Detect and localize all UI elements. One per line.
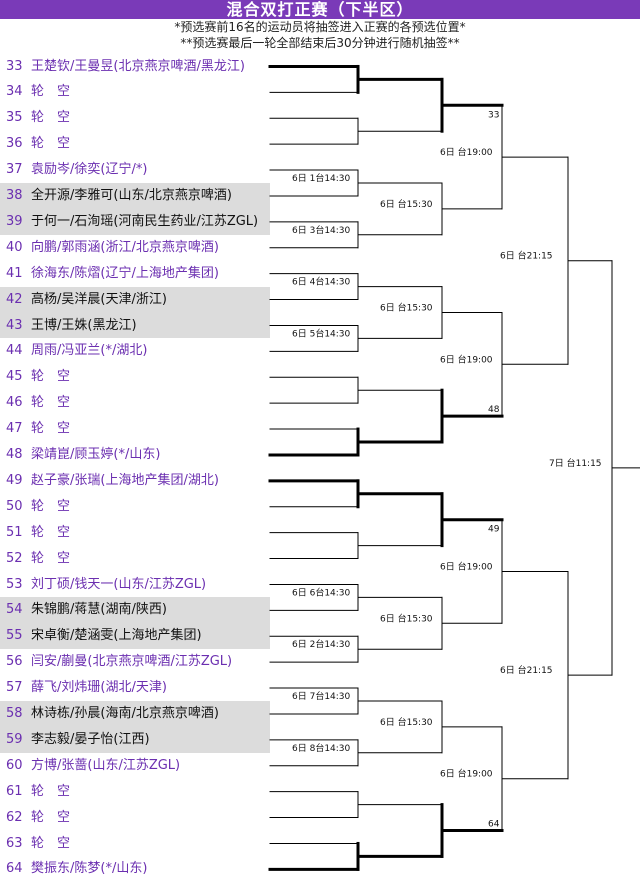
entry-number: 49 [6,472,23,488]
r3-match-time: 6日 台19:00 [440,353,493,365]
entry-number: 58 [6,706,23,721]
r3-match-time: 6日 台19:00 [440,146,493,158]
entry-number: 60 [6,757,23,773]
entry-number: 43 [6,317,23,333]
entry-name: 袁励岑/徐奕(辽宁/*) [31,162,148,178]
shaded-pair [0,597,270,650]
draw-note-1: *预选赛前16名的运动员将抽签进入正赛的各预选位置* [174,20,466,34]
entry-number: 37 [6,162,23,178]
entry-number: 64 [6,861,23,877]
entry-number: 52 [6,550,23,566]
r2-match-time: 6日 台15:30 [380,716,433,728]
entry-number: 40 [6,239,23,255]
entry-name: 周雨/冯亚兰(*/湖北) [31,343,148,359]
r2-match-time: 6日 台15:30 [380,612,433,624]
header: 混合双打正赛（下半区） *预选赛前16名的运动员将抽签进入正赛的各预选位置* *… [0,0,640,54]
r1-match-time: 6日 2台14:30 [292,638,351,650]
draw-note-2: **预选赛最后一轮全部结束后30分钟进行随机抽签** [180,36,460,50]
entry-name: 轮 空 [31,369,71,385]
entry-number: 38 [6,188,23,203]
title-bar [0,0,640,19]
entry-number: 36 [6,136,23,152]
entry-number: 50 [6,498,23,514]
entry-number: 57 [6,680,23,696]
entry-name: 闫安/蒯曼(北京燕京啤酒/江苏ZGL) [31,654,233,670]
entry-number: 45 [6,369,23,385]
entry-number: 53 [6,576,23,592]
r4-match-time: 6日 台21:15 [500,250,553,262]
entry-number: 55 [6,628,23,644]
r1-match-time: 6日 8台14:30 [292,742,351,754]
entry-name: 于何一/石洵瑶(河南民生药业/江苏ZGL) [31,213,259,229]
entry-name: 轮 空 [31,395,71,411]
entry-name: 徐海东/陈熠(辽宁/上海地产集团) [31,265,219,281]
entry-name: 高杨/吴洋晨(天津/浙江) [31,291,167,307]
r3-match-time: 6日 台19:00 [440,561,493,573]
entry-name: 轮 空 [31,550,71,566]
entry-number: 42 [6,291,23,307]
entry-number: 61 [6,783,23,799]
entry-number: 62 [6,809,23,825]
entry-number: 54 [6,602,23,618]
entry-number: 48 [6,447,23,462]
entry-number: 46 [6,395,23,411]
r3-match-time: 6日 台19:00 [440,768,493,780]
entry-name: 宋卓衡/楚涵雯(上海地产集团) [31,628,202,644]
entry-name: 王博/王姝(黑龙江) [31,317,137,333]
entry-number: 59 [6,731,23,747]
seed-number: 64 [488,820,500,830]
entry-name: 轮 空 [31,421,71,437]
entry-name: 轮 空 [31,498,71,514]
entry-number: 44 [6,343,23,359]
entry-number: 35 [6,110,23,126]
r1-match-time: 6日 3台14:30 [292,224,351,236]
entry-number: 41 [6,265,23,281]
entry-name: 轮 空 [31,110,71,126]
entry-number: 51 [6,524,23,540]
entry-name: 赵子豪/张瑞(上海地产集团/湖北) [31,472,219,488]
r1-match-time: 6日 6台14:30 [292,586,351,598]
entry-number: 39 [6,213,23,229]
entry-number: 33 [6,58,23,74]
entry-name: 樊振东/陈梦(*/山东) [31,861,148,877]
entry-name: 轮 空 [31,524,71,540]
entry-name: 轮 空 [31,84,71,100]
entry-name: 全开源/李雅可(山东/北京燕京啤酒) [31,188,232,203]
entry-name: 林诗栋/孙晨(海南/北京燕京啤酒) [31,706,219,721]
seed-number: 48 [488,405,500,415]
seed-number: 49 [488,525,500,535]
entry-name: 轮 空 [31,136,71,152]
entry-name: 轮 空 [31,835,71,851]
entry-number: 34 [6,84,23,100]
r2-match-time: 6日 台15:30 [380,302,433,314]
entry-name: 梁靖崑/顾玉婷(*/山东) [31,447,161,462]
entry-name: 王楚钦/王曼昱(北京燕京啤酒/黑龙江) [31,58,245,74]
shaded-pair [0,183,270,235]
r1-match-time: 6日 5台14:30 [292,327,351,339]
entry-name: 方博/张蔷(山东/江苏ZGL) [31,757,181,773]
entry-list: 33 王楚钦/王曼昱(北京燕京啤酒/黑龙江) 34 轮 空 35 轮 空 36 轮 空 37 袁励… [0,0,275,882]
entry-number: 47 [6,421,23,437]
entry-name: 刘丁硕/钱天一(山东/江苏ZGL) [31,576,207,592]
entry-name: 朱锦鹏/蒋慧(湖南/陕西) [31,602,167,618]
entry-number: 56 [6,654,23,670]
r1-match-time: 6日 4台14:30 [292,276,351,288]
r4-match-time: 6日 台21:15 [500,664,553,676]
entry-name: 李志毅/晏子怡(江西) [31,731,150,747]
r1-match-time: 6日 7台14:30 [292,690,351,702]
entry-number: 63 [6,835,23,851]
entry-name: 轮 空 [31,783,71,799]
entry-name: 轮 空 [31,809,71,825]
r2-match-time: 6日 台15:30 [380,198,433,210]
shaded-pair [0,701,270,753]
final-match-time: 7日 台11:15 [549,457,602,469]
r1-match-time: 6日 1台14:30 [292,172,351,184]
seed-number: 33 [488,110,499,120]
shaded-pair [0,286,270,339]
entry-name: 薛飞/刘炜珊(湖北/天津) [31,680,167,696]
entry-name: 向鹏/郭雨涵(浙江/北京燕京啤酒) [31,239,219,255]
page-title: 混合双打正赛（下半区） [226,0,414,19]
